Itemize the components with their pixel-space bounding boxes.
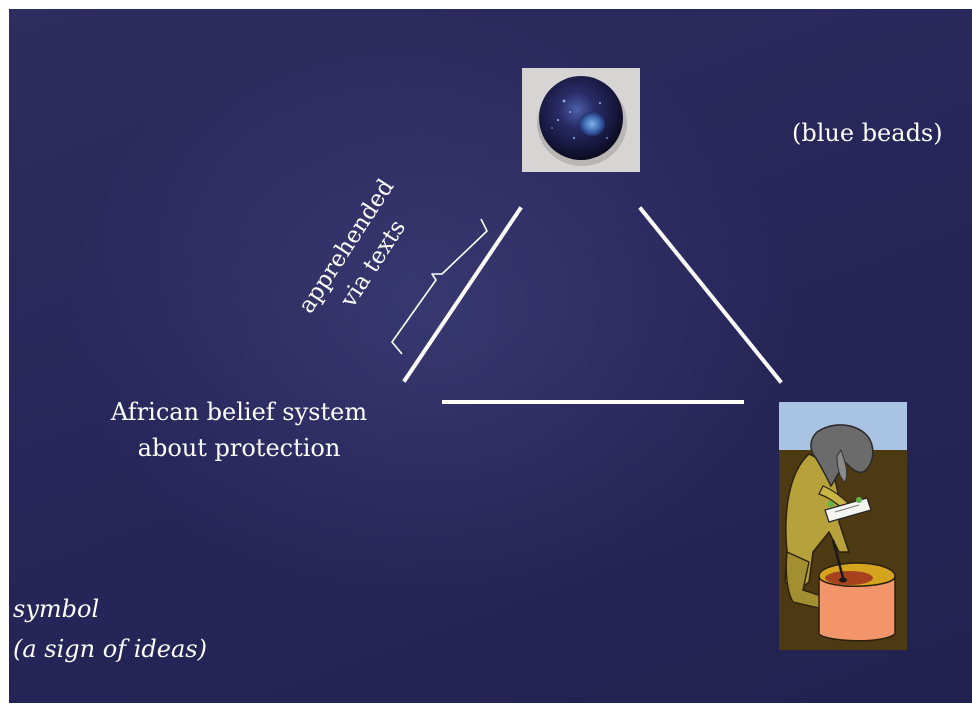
belief-line-2: about protection <box>137 434 341 462</box>
bead-photo <box>522 68 640 172</box>
left-edge-line <box>402 206 523 383</box>
belief-line-1: African belief system <box>110 398 368 426</box>
curly-brace <box>391 218 488 355</box>
healer-illustration <box>779 402 907 650</box>
right-edge-line <box>638 206 783 384</box>
symbol-line-2: (a sign of ideas) <box>13 635 207 663</box>
triangle-lines <box>391 206 783 404</box>
symbol-line-1: symbol <box>13 595 100 623</box>
belief-system-label: African belief system about protection <box>89 394 389 466</box>
slide: apprehended via texts (blue beads) Afric… <box>9 9 972 703</box>
blue-beads-label: (blue beads) <box>792 119 943 147</box>
symbol-label: symbol (a sign of ideas) <box>13 589 207 669</box>
